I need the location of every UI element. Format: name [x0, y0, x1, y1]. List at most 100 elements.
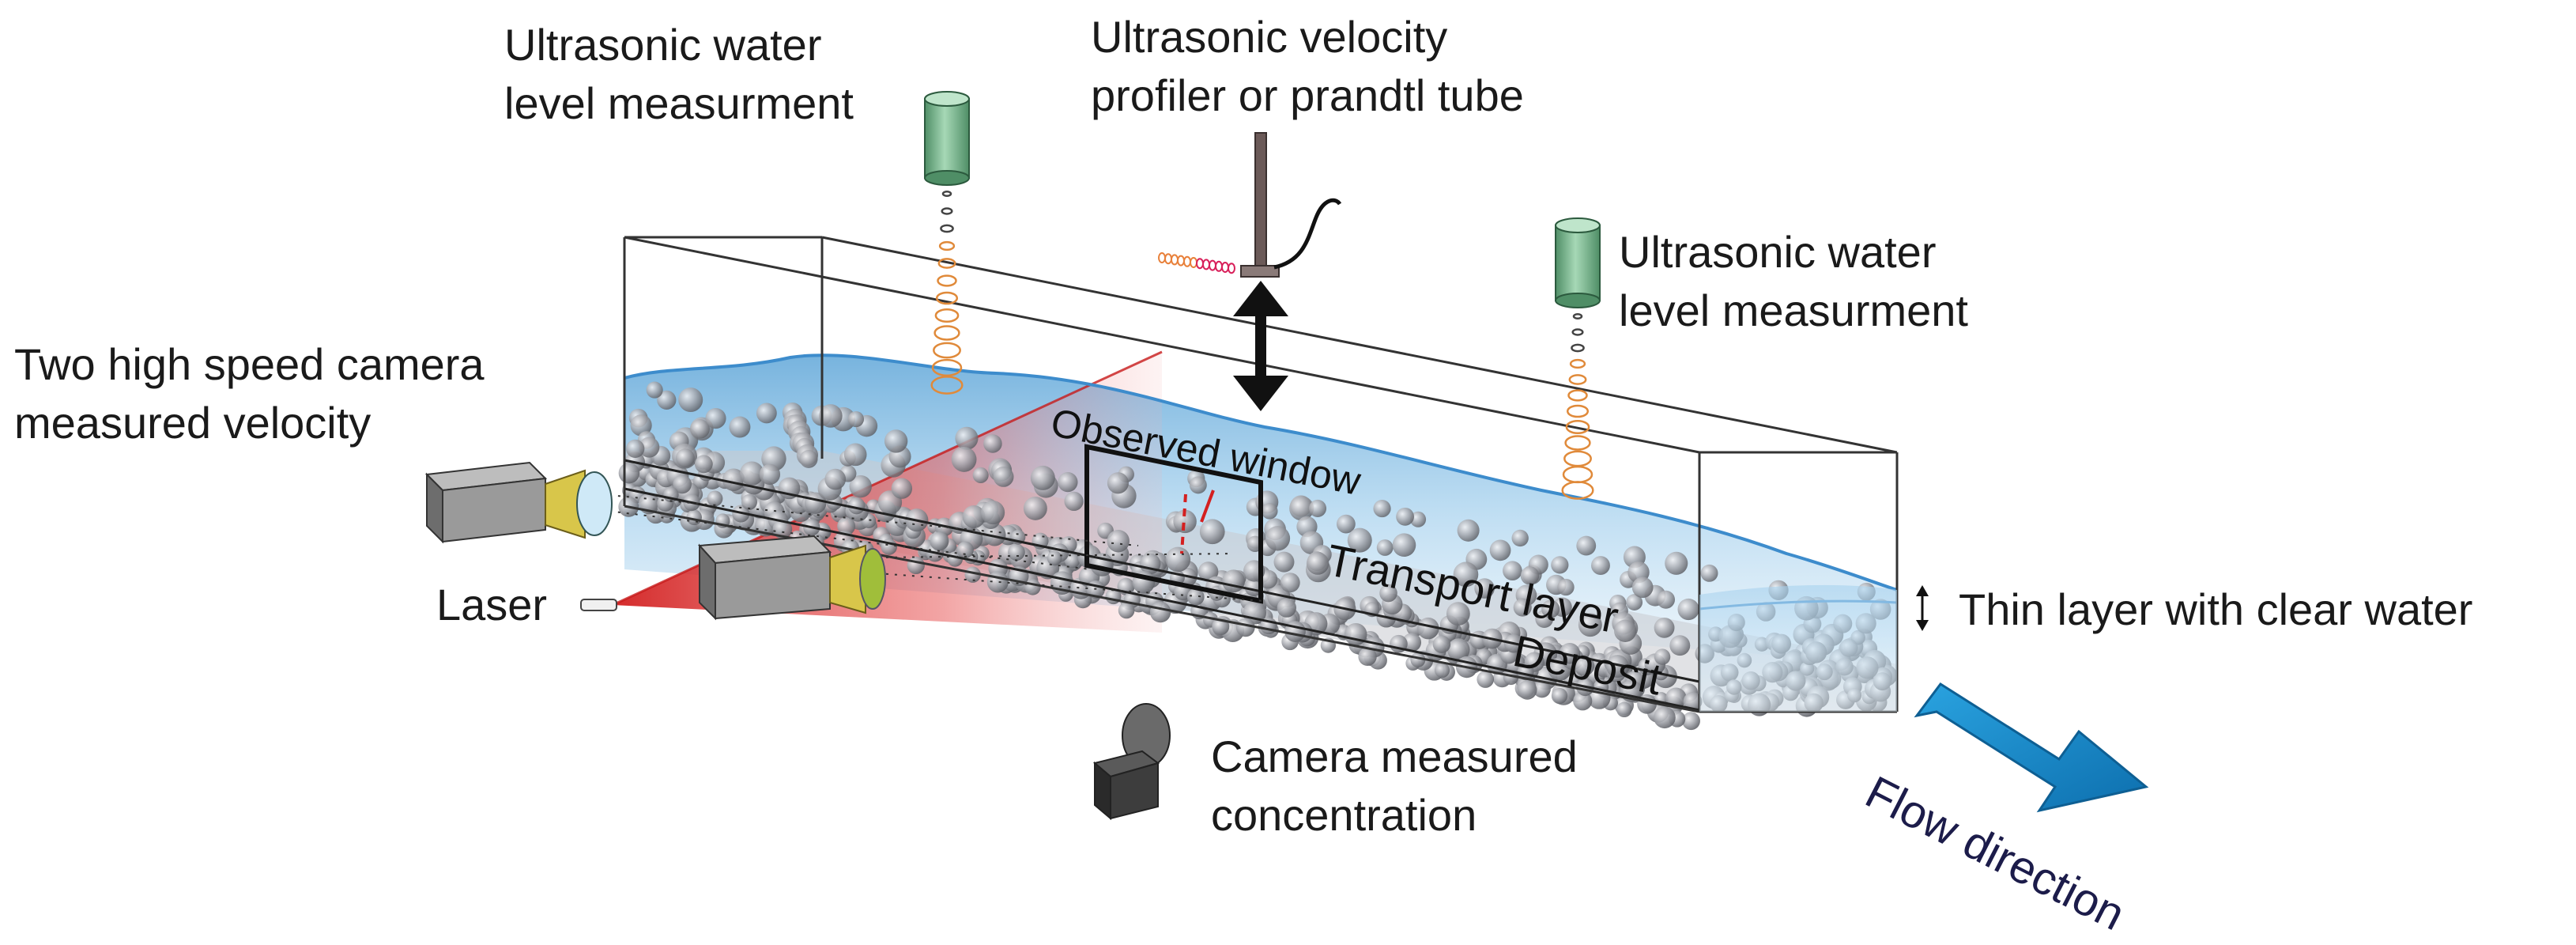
particle: [983, 434, 1002, 453]
particle: [1277, 598, 1296, 618]
particle: [993, 466, 1014, 487]
label-line: profiler or prandtl tube: [1091, 70, 1524, 120]
particle: [849, 474, 872, 498]
label-ultrasonic-water-level-right: Ultrasonic water level measurment: [1619, 223, 1968, 340]
laser-emitter-icon: [580, 599, 617, 611]
particle: [1358, 647, 1377, 667]
particle: [1477, 671, 1495, 688]
particle: [1541, 599, 1560, 618]
label-laser: Laser: [436, 580, 548, 629]
particle: [1402, 633, 1422, 652]
ultrasonic-sensor-icon: [1555, 217, 1601, 308]
wave-ring: [1202, 259, 1210, 270]
particle: [705, 407, 726, 429]
particle: [1657, 590, 1676, 609]
particle: [1345, 622, 1367, 646]
label-velocity-profiler: Ultrasonic velocity profiler or prandtl …: [1091, 8, 1524, 125]
wave-ring: [1177, 255, 1185, 266]
particle: [1616, 701, 1632, 718]
particle: [1520, 566, 1540, 585]
particle: [1576, 535, 1597, 556]
particle: [983, 523, 1006, 546]
particle: [1008, 543, 1025, 561]
particle: [1396, 507, 1415, 526]
particle: [1557, 578, 1575, 596]
wave-ring: [1567, 389, 1588, 402]
particle: [1261, 503, 1278, 520]
particle: [891, 478, 913, 499]
particle: [1273, 551, 1295, 573]
wave-ring: [1568, 374, 1587, 385]
layer-lines: [624, 459, 1700, 712]
particle: [1306, 552, 1329, 575]
particle: [1574, 656, 1595, 676]
wave-ring: [941, 191, 952, 197]
particle: [1533, 680, 1551, 698]
wave-ring: [1190, 257, 1197, 268]
particle: [1474, 578, 1495, 599]
wave-ring: [1571, 328, 1584, 336]
particle: [1453, 561, 1479, 588]
particle: [1677, 598, 1699, 621]
particle: [1551, 556, 1569, 574]
particle: [678, 387, 703, 413]
particle: [1434, 663, 1450, 679]
wave-ring: [1221, 262, 1229, 273]
particle: [964, 566, 981, 583]
particle: [956, 541, 974, 559]
particle: [1373, 499, 1391, 518]
particle: [1457, 519, 1480, 542]
wave-ring: [1563, 450, 1592, 467]
ultrasonic-wave-rings-left: [930, 191, 964, 395]
wave-ring: [940, 224, 954, 233]
particle: [1446, 602, 1470, 626]
particle: [930, 531, 949, 551]
particle: [1573, 691, 1593, 711]
particle: [722, 468, 745, 492]
particle: [1605, 655, 1629, 678]
label-line: Camera measured: [1211, 731, 1578, 781]
particle: [1189, 476, 1207, 494]
particle: [1591, 556, 1610, 575]
particle: [1336, 514, 1356, 534]
particle: [1199, 519, 1225, 545]
particle: [626, 439, 645, 459]
wave-ring: [941, 207, 953, 215]
label-line: Two high speed camera: [14, 339, 485, 389]
wave-ring: [937, 274, 957, 287]
particle: [1064, 491, 1084, 511]
particle: [741, 493, 757, 510]
wave-ring: [1566, 404, 1590, 418]
particle: [1235, 618, 1255, 637]
label-line: Ultrasonic water: [1619, 227, 1937, 277]
label-thin-layer: Thin layer with clear water: [1959, 584, 2473, 634]
particle: [675, 448, 695, 468]
particle: [1654, 617, 1675, 638]
particle: [1280, 573, 1300, 593]
particle: [1284, 621, 1306, 642]
particle: [1024, 579, 1041, 595]
double-arrow-icon: [1233, 281, 1288, 411]
particle: [694, 455, 713, 474]
particle: [1023, 496, 1047, 520]
particle: [1379, 584, 1397, 603]
particle: [799, 449, 818, 468]
particle: [884, 429, 908, 453]
particle: [729, 416, 751, 438]
particle: [1551, 687, 1568, 705]
label-line: level measurment: [504, 78, 854, 128]
particle: [1517, 680, 1537, 700]
particle: [843, 443, 867, 467]
wave-ring: [1562, 465, 1593, 484]
water-surface: [624, 353, 1898, 592]
particle: [1654, 706, 1676, 729]
particle: [1265, 526, 1291, 551]
wave-ring: [933, 342, 961, 359]
velocity-probe-icon: [1240, 132, 1342, 278]
particle: [962, 505, 986, 528]
label-ultrasonic-water-level-left: Ultrasonic water level measurment: [504, 16, 854, 133]
particle: [1392, 533, 1416, 558]
particle: [1489, 539, 1511, 561]
particle: [1186, 588, 1205, 606]
